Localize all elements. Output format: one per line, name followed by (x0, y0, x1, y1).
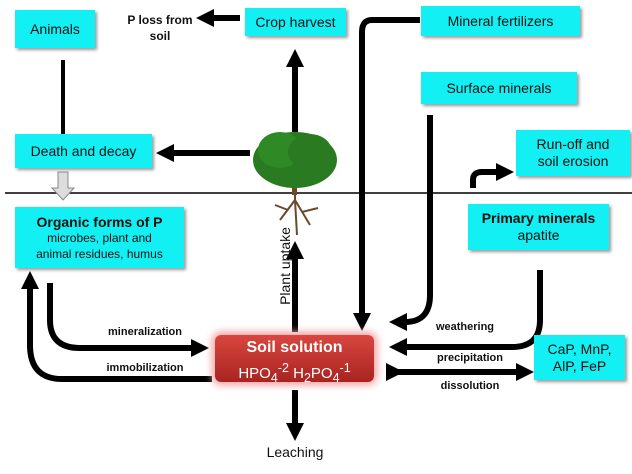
soil-solution-box: Soil solution HPO4-2 H2PO4-1 (215, 335, 374, 385)
arrow-immobilization (21, 271, 212, 382)
crop-harvest-box: Crop harvest (245, 8, 346, 36)
tree-icon (253, 132, 337, 236)
weathering-label: weathering (435, 321, 495, 333)
arrow-mineralization (47, 283, 209, 357)
mineral-fertilizers-box: Mineral fertilizers (421, 6, 580, 36)
death-decay-box: Death and decay (15, 134, 152, 168)
plant-uptake-label: Plant uptake (277, 227, 293, 305)
soil-solution-formula: HPO4-2 H2PO4-1 (238, 361, 351, 385)
metal-phosphates-box: CaP, MnP,AlP, FeP (534, 335, 625, 380)
arrow-surface-minerals (389, 115, 433, 331)
surface-minerals-box: Surface minerals (421, 72, 577, 104)
arrow-runoff (470, 163, 514, 188)
leaching-label: Leaching (266, 444, 324, 460)
arrow-fertilizers (353, 17, 420, 331)
hollow-arrow-icon (50, 171, 76, 201)
animals-box: Animals (15, 10, 95, 48)
immobilization-label: immobilization (106, 362, 184, 374)
arrow-primary-minerals (389, 270, 543, 356)
mineralization-label: mineralization (108, 326, 182, 338)
precipitation-label: precipitation (436, 352, 503, 364)
dissolution-label: dissolution (440, 380, 500, 392)
soil-solution-title: Soil solution (246, 339, 343, 356)
